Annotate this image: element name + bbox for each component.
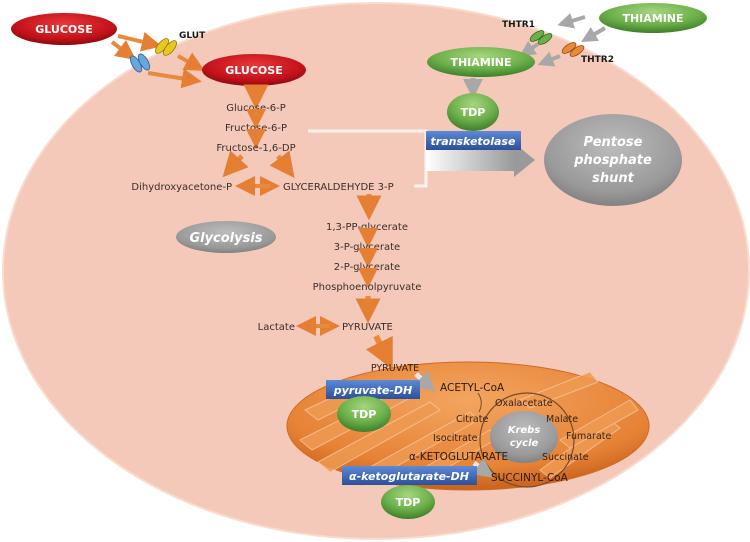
glucose-outside-label: GLUCOSE	[35, 23, 92, 36]
fructose-6-p: Fructose-6-P	[225, 123, 287, 134]
thtr1-transporter	[529, 30, 553, 45]
isocitrate: Isocitrate	[433, 433, 478, 444]
glut-transporter-blue	[129, 53, 151, 73]
thiamine-arrow-thtr2-out	[537, 51, 561, 67]
alpha-ketoglutarate: α-KETOGLUTARATE	[409, 451, 508, 463]
glyceraldehyde-3-p: GLYCERALDEHYDE 3-P	[283, 182, 394, 193]
transketolase-label: transketolase	[431, 135, 516, 148]
glucose-arrow-1	[117, 31, 162, 52]
pyruvate-dh-label: pyruvate-DH	[333, 384, 413, 397]
malate: Malate	[546, 414, 578, 425]
citrate: Citrate	[456, 414, 488, 425]
shunt-arrow	[426, 143, 535, 177]
thiamine-arrow-thtr1-in	[557, 13, 586, 29]
pyruvate-cytosol: PYRUVATE	[342, 322, 393, 333]
glucose-transport: GLUT GLUCOSE GLUCOSE	[11, 13, 306, 89]
1-3-pp-glycerate: 1,3-PP-glycerate	[326, 222, 408, 233]
thiamine-outside-label: THIAMINE	[622, 12, 683, 25]
pyruvate-dh-enzyme: pyruvate-DH	[326, 380, 420, 399]
thtr2-transporter	[561, 42, 585, 57]
dihydroxyacetone-p: Dihydroxyacetone-P	[131, 182, 232, 193]
pentose-line-2: phosphate	[573, 153, 652, 168]
pentose-branch: transketolase TDP Pentose phosphate shun…	[308, 93, 682, 206]
glut-transporter-yellow	[155, 38, 177, 56]
glycolysis-label-badge: Glycolysis	[176, 221, 276, 253]
2-p-glycerate: 2-P-glycerate	[334, 262, 400, 273]
arrow-pyruvate-into-mito	[365, 334, 393, 370]
lactate: Lactate	[258, 322, 295, 333]
pentose-line-1: Pentose	[584, 135, 643, 150]
glut-label: GLUT	[179, 31, 206, 41]
acetyl-coa: ACETYL-CoA	[440, 382, 505, 394]
krebs-cycle: Krebs cycle	[490, 411, 558, 463]
glucose-arrow-3	[177, 52, 205, 71]
alpha-ketoglutarate-dh-enzyme: α-ketoglutarate-DH	[342, 466, 477, 485]
thtr2-label: THTR2	[581, 55, 614, 65]
fumarate: Fumarate	[566, 431, 611, 442]
thiamine-arrow-thtr2-in	[581, 26, 607, 43]
thiamine-arrow-thtr1-out	[519, 40, 540, 57]
tdp-label-akgdh: TDP	[396, 496, 421, 509]
oxalacetate: Oxalacetate	[495, 398, 553, 409]
glucose-inside-label: GLUCOSE	[225, 64, 282, 77]
tdp-label-transketolase: TDP	[461, 106, 486, 119]
arrow-akg-succinylcoa	[472, 458, 494, 478]
phosphoenolpyruvate: Phosphoenolpyruvate	[313, 282, 422, 293]
acetylcoa-to-oxalacetate-connector	[477, 392, 482, 413]
thiamine-outside: THIAMINE	[599, 3, 707, 33]
glucose-arrow-4	[147, 68, 202, 89]
tdp-label-pdh: TDP	[352, 408, 377, 421]
transketolase-enzyme: transketolase	[426, 131, 521, 150]
krebs-line-2: cycle	[510, 438, 539, 449]
krebs-cycle-ring	[479, 392, 575, 488]
glycolysis-title: Glycolysis	[189, 231, 262, 246]
krebs-line-1: Krebs	[508, 425, 541, 436]
glucose-inside: GLUCOSE	[202, 54, 306, 86]
glucose-outside: GLUCOSE	[11, 13, 117, 45]
thiamine-inside-label: THIAMINE	[450, 56, 511, 69]
glucose-arrow-2	[110, 40, 136, 60]
pentose-phosphate-shunt: Pentose phosphate shunt	[544, 114, 682, 206]
mitochondrion: PYRUVATE ACETYL-CoA pyruvate-DH TDP Kreb…	[286, 361, 650, 519]
tdp-cofactor-pdh: TDP	[337, 396, 391, 432]
thiamine-inside: THIAMINE	[427, 47, 535, 77]
tdp-cofactor-akgdh: TDP	[381, 485, 435, 519]
fructose-1-6-dp: Fructose-1,6-DP	[216, 143, 295, 154]
succinyl-coa: SUCCINYL-CoA	[491, 472, 569, 484]
pyruvate-mito: PYRUVATE	[371, 363, 419, 374]
glycolysis-pathway: Glucose-6-P Fructose-6-P Fructose-1,6-DP…	[131, 84, 422, 370]
arrow-pyruvate-acetylcoa	[413, 370, 436, 392]
tdp-cofactor-transketolase: TDP	[447, 93, 499, 131]
succinate: Succinate	[542, 452, 589, 463]
arrow-f16dp-dhap	[222, 150, 249, 178]
arrow-f16dp-g3p	[269, 150, 295, 178]
glucose-6-p: Glucose-6-P	[226, 103, 285, 114]
pentose-line-3: shunt	[592, 171, 635, 186]
thiamine-transport: THTR1 THTR2 THIAMINE THIAMINE	[427, 3, 707, 99]
alpha-ketoglutarate-dh-label: α-ketoglutarate-DH	[349, 470, 469, 483]
3-p-glycerate: 3-P-glycerate	[334, 242, 400, 253]
thtr1-label: THTR1	[502, 20, 535, 30]
